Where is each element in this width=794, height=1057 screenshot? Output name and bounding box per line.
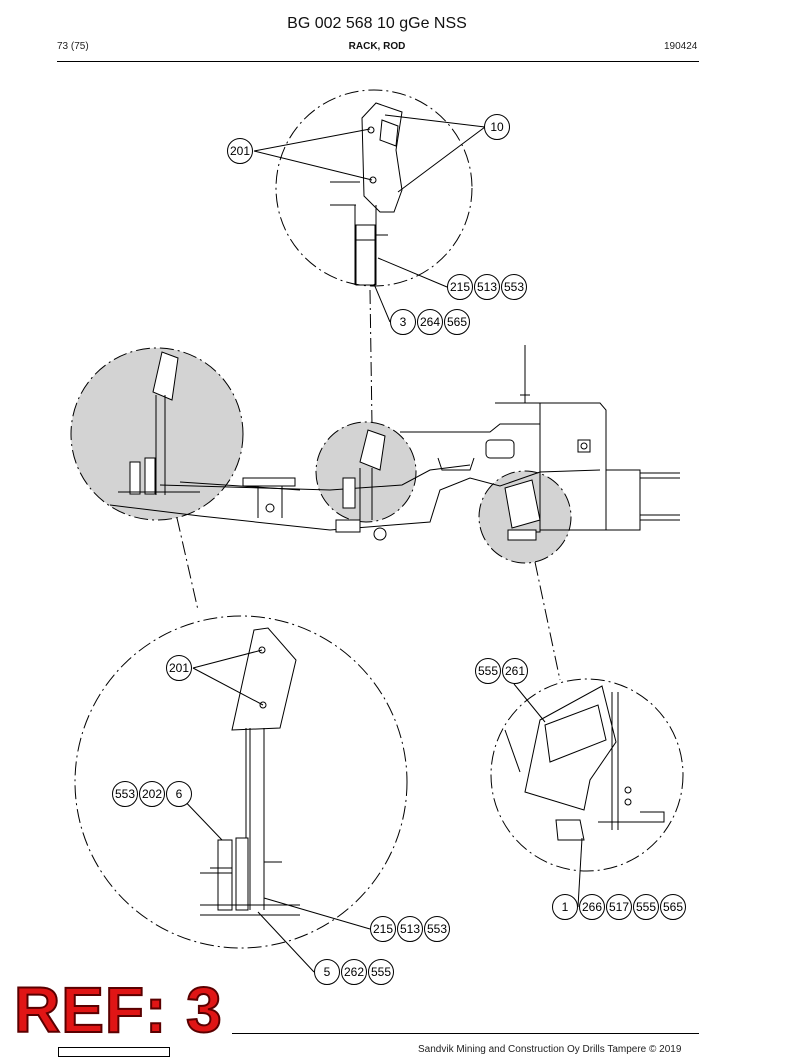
callout-10: 10	[490, 120, 504, 134]
callout-513-left: 513	[400, 922, 420, 936]
connector-top	[369, 289, 373, 426]
connector-right	[534, 561, 561, 681]
callout-202: 202	[142, 787, 162, 801]
callout-553-left-2: 553	[427, 922, 447, 936]
callout-555-left: 555	[371, 965, 391, 979]
left-detail-rack	[200, 627, 300, 916]
callout-261: 261	[505, 664, 525, 678]
callout-1: 1	[562, 900, 569, 914]
right-detail-rack	[504, 685, 665, 841]
callout-266: 266	[582, 900, 602, 914]
document-code: 190424	[664, 41, 698, 52]
callout-565-right: 565	[663, 900, 683, 914]
callout-262: 262	[344, 965, 364, 979]
callout-555-right: 555	[478, 664, 498, 678]
machine-overview	[70, 345, 680, 564]
callout-201-top: 201	[230, 144, 250, 158]
footer-divider	[232, 1033, 699, 1034]
callout-3: 3	[400, 315, 407, 329]
right-leader-lines	[513, 683, 583, 908]
top-leader-lines	[253, 114, 486, 323]
page-number: 73 (75)	[57, 41, 89, 52]
highlight-left	[70, 347, 244, 521]
section-title: RACK, ROD	[348, 41, 406, 52]
callout-553-top: 553	[504, 280, 524, 294]
callout-264: 264	[420, 315, 440, 329]
document-title: BG 002 568 10 gGe NSS	[287, 15, 467, 32]
highlight-mid	[315, 421, 417, 523]
callout-513-top: 513	[477, 280, 497, 294]
callout-201-left: 201	[169, 661, 189, 675]
top-detail-circle	[275, 89, 473, 287]
callout-215-top: 215	[450, 280, 470, 294]
footer-copyright: Sandvik Mining and Construction Oy Drill…	[418, 1044, 682, 1055]
callout-5: 5	[324, 965, 331, 979]
header-divider	[57, 61, 699, 62]
left-detail-circle	[74, 615, 408, 949]
connector-left	[176, 517, 199, 611]
right-detail-circle	[490, 678, 684, 872]
callout-555-right-2: 555	[636, 900, 656, 914]
callout-215-left: 215	[373, 922, 393, 936]
callout-565-top: 565	[447, 315, 467, 329]
callout-6: 6	[176, 787, 183, 801]
callout-553-left: 553	[115, 787, 135, 801]
ref-stamp: REF: 3	[13, 974, 223, 1046]
brand-logo	[58, 1047, 170, 1057]
top-detail-rack	[330, 102, 403, 286]
callout-517: 517	[609, 900, 629, 914]
